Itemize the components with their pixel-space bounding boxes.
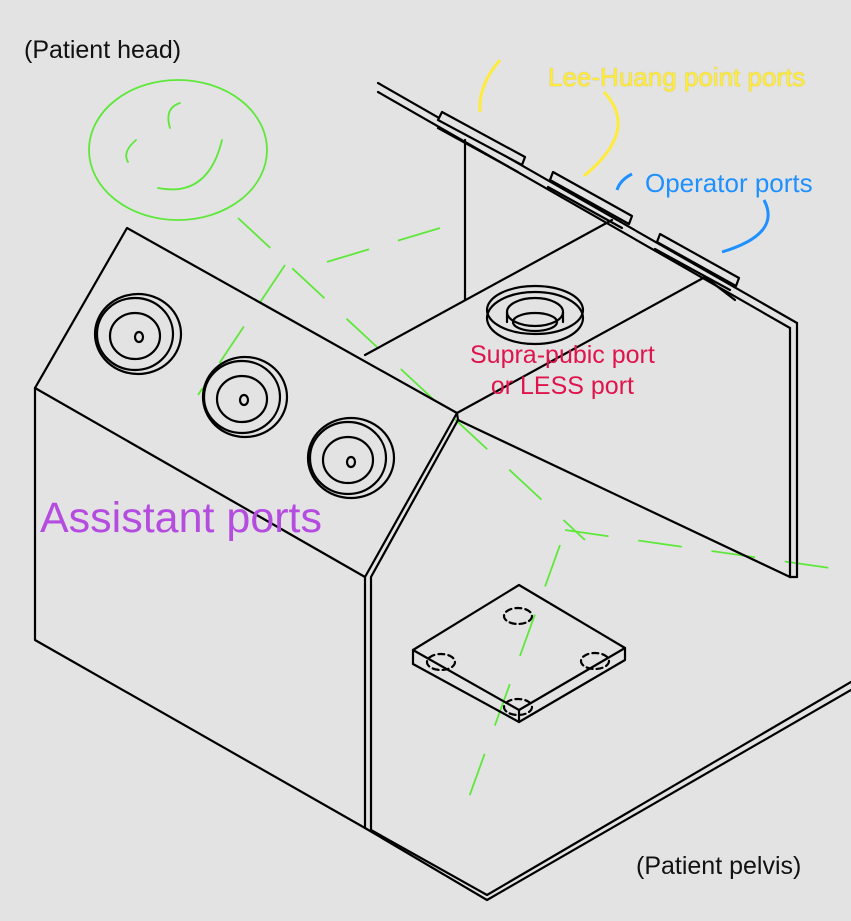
supra-pubic-port bbox=[485, 284, 585, 346]
smiley-face-icon bbox=[88, 79, 268, 221]
supra-pubic-label-line2: or LESS port bbox=[490, 372, 634, 400]
assistant-ports-label: Assistant ports bbox=[40, 494, 322, 542]
assistant-port-2 bbox=[201, 355, 289, 439]
supra-pubic-label-line1: Supra-pubic port bbox=[470, 341, 655, 369]
operator-port-plate bbox=[653, 232, 741, 292]
guide-line-left bbox=[197, 264, 286, 396]
guide-line-upper bbox=[299, 227, 441, 271]
operator-leader-1 bbox=[615, 172, 633, 191]
lee-huang-ports-label: Lee-Huang point ports bbox=[548, 62, 806, 92]
patient-pelvis-label: (Patient pelvis) bbox=[636, 852, 802, 880]
supra-pubic-port-label: Supra-pubic port or LESS port bbox=[470, 340, 655, 402]
operator-leader-2 bbox=[721, 199, 770, 254]
trainer-box bbox=[33, 218, 851, 902]
assistant-port-3 bbox=[306, 416, 396, 500]
lee-huang-leader-2 bbox=[583, 90, 620, 178]
lee-huang-port-plate-1 bbox=[436, 110, 527, 174]
lee-huang-port-plate-2 bbox=[546, 170, 634, 230]
guide-line-down bbox=[467, 544, 561, 801]
patient-head-label: (Patient head) bbox=[24, 36, 182, 64]
upper-divider-panel bbox=[376, 81, 799, 579]
assistant-port-1 bbox=[93, 292, 183, 376]
lee-huang-leader-1 bbox=[478, 59, 502, 113]
target-pad bbox=[411, 583, 627, 724]
guide-line-head-to-pelvis bbox=[237, 217, 586, 541]
guide-line-right bbox=[564, 529, 831, 569]
guide-lines bbox=[197, 217, 831, 801]
operator-ports-label: Operator ports bbox=[645, 168, 813, 198]
